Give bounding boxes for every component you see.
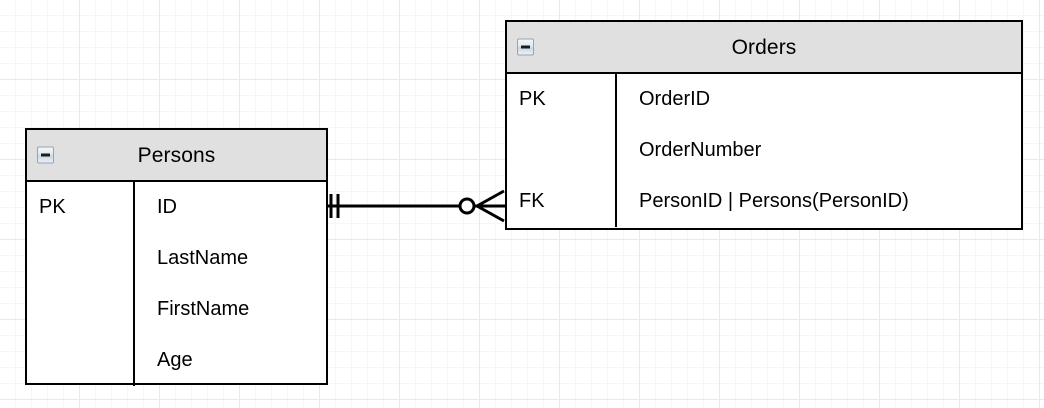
attribute-name: FirstName <box>157 298 250 320</box>
attribute-row[interactable]: FK PersonID | Persons(PersonID) <box>507 176 1021 227</box>
attribute-row[interactable]: OrderNumber <box>507 125 1021 176</box>
optional-circle-icon <box>458 197 476 215</box>
attribute-name: Age <box>157 349 193 371</box>
cardinality-one-and-only-one <box>329 194 340 218</box>
attribute-row[interactable]: FirstName <box>27 284 326 335</box>
entity-persons[interactable]: Persons PK ID LastName FirstName Age <box>25 128 328 386</box>
entity-orders-body: PK OrderID OrderNumber FK PersonID | Per… <box>507 74 1021 227</box>
entity-orders[interactable]: Orders PK OrderID OrderNumber FK PersonI… <box>505 20 1023 230</box>
attribute-key: FK <box>519 190 545 212</box>
attribute-name: PersonID | Persons(PersonID) <box>639 190 909 212</box>
entity-orders-header[interactable]: Orders <box>507 22 1021 74</box>
relationship-connector-persons-orders[interactable] <box>320 180 520 235</box>
attribute-key: PK <box>39 196 66 218</box>
column-divider <box>133 182 135 386</box>
cardinality-zero-or-many <box>458 189 505 223</box>
attribute-row[interactable]: PK ID <box>27 182 326 233</box>
attribute-name: ID <box>157 196 177 218</box>
minus-square-icon[interactable] <box>517 38 534 56</box>
attribute-key: PK <box>519 88 546 110</box>
entity-persons-body: PK ID LastName FirstName Age <box>27 182 326 386</box>
entity-persons-header[interactable]: Persons <box>27 130 326 182</box>
attribute-row[interactable]: Age <box>27 335 326 386</box>
attribute-name: OrderNumber <box>639 139 762 161</box>
column-divider <box>615 74 617 227</box>
crows-foot-icon <box>476 189 505 223</box>
minus-square-icon[interactable] <box>37 146 54 164</box>
attribute-row[interactable]: LastName <box>27 233 326 284</box>
attribute-name: OrderID <box>639 88 711 110</box>
entity-persons-title: Persons <box>137 143 216 167</box>
entity-orders-title: Orders <box>731 35 797 59</box>
attribute-row[interactable]: PK OrderID <box>507 74 1021 125</box>
attribute-name: LastName <box>157 247 249 269</box>
